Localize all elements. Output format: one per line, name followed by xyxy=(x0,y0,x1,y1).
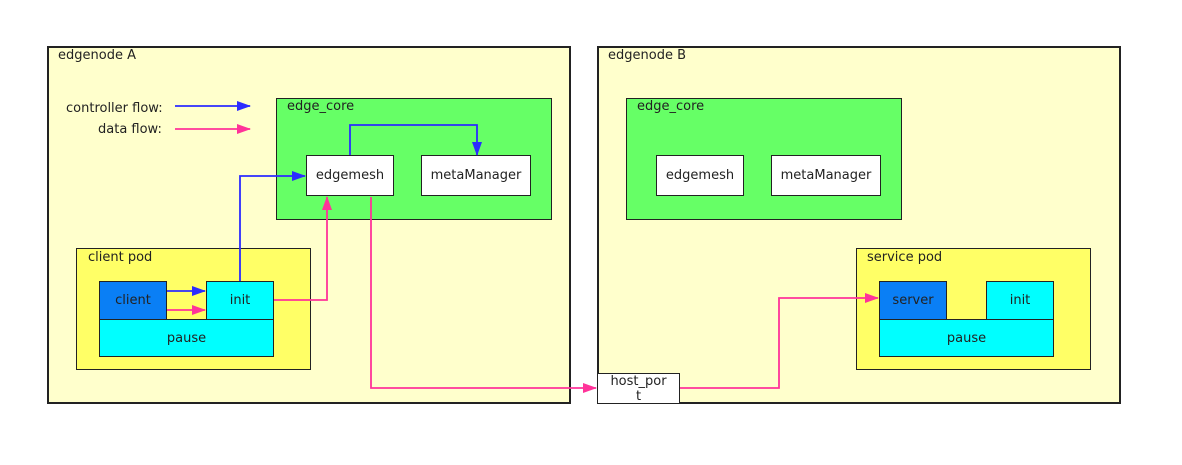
client-container-box: client xyxy=(99,281,167,320)
edgenode-a-title: edgenode A xyxy=(58,48,136,63)
service-pod-title: service pod xyxy=(867,250,943,265)
legend-controller-flow-label: controller flow: xyxy=(66,101,163,116)
legend-data-flow-label: data flow: xyxy=(98,122,162,137)
edgemesh-to-host-port-arrow xyxy=(370,197,597,393)
client-pause-box: pause xyxy=(99,319,274,357)
edgemesh-to-metamanager-arrow xyxy=(349,124,482,156)
host-port-to-server-arrow xyxy=(680,293,879,389)
edge-core-a-title: edge_core xyxy=(287,99,355,114)
edgenode-b-title: edgenode B xyxy=(608,48,686,63)
server-container-box: server xyxy=(879,281,947,320)
client-init-box: init xyxy=(206,281,274,320)
host-port-box: host_por t xyxy=(597,373,680,404)
service-init-box: init xyxy=(986,281,1054,320)
edgemesh-a-box: edgemesh xyxy=(306,155,394,196)
service-pause-box: pause xyxy=(879,319,1054,357)
metamanager-b-box: metaManager xyxy=(771,155,881,196)
init-to-edgemesh-arrow xyxy=(239,171,306,281)
edge-core-b-title: edge_core xyxy=(637,99,705,114)
edgemesh-b-box: edgemesh xyxy=(656,155,744,196)
init-to-edgemesh-data-arrow xyxy=(274,196,332,301)
client-pod-title: client pod xyxy=(88,250,153,265)
